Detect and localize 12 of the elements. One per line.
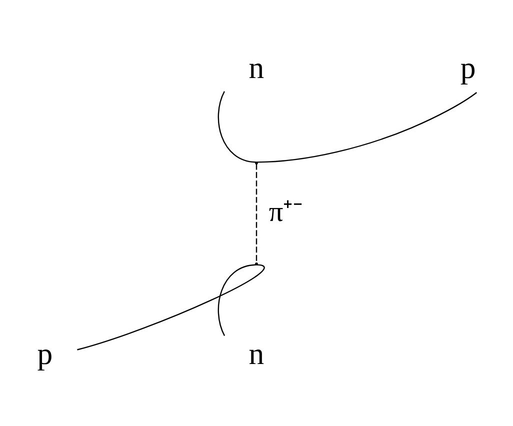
connector xyxy=(77,264,264,350)
node-point xyxy=(255,161,258,164)
connector xyxy=(218,264,256,336)
connector xyxy=(256,163,258,263)
node-text: n xyxy=(248,50,264,85)
node-text: p xyxy=(460,50,476,85)
edge-label: π⁺⁻ xyxy=(268,196,304,228)
connector xyxy=(218,90,256,162)
node-text: n xyxy=(248,336,264,370)
node-text: p xyxy=(37,336,53,370)
connector xyxy=(256,92,478,162)
node-point xyxy=(255,262,258,265)
